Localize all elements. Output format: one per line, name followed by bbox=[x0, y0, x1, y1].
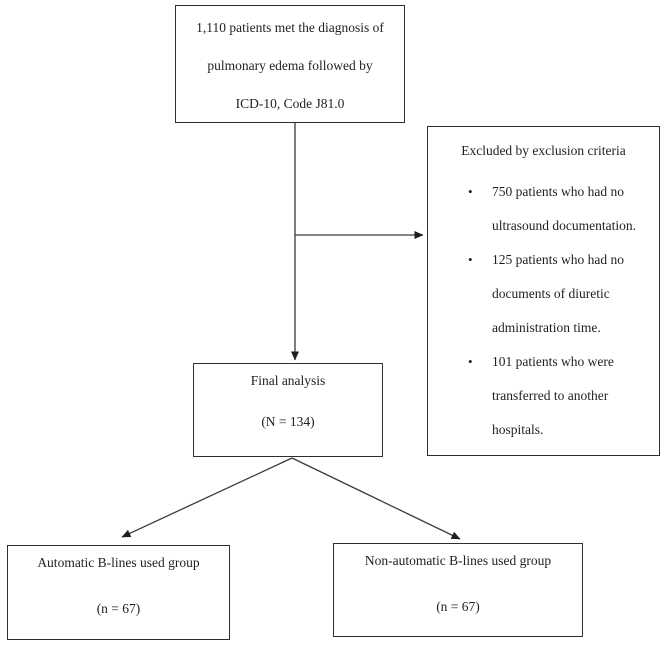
automatic-group-label: Automatic B-lines used group bbox=[37, 555, 200, 570]
nonautomatic-group-box: Non-automatic B-lines used group (n = 67… bbox=[333, 543, 583, 637]
nonautomatic-group-label: Non-automatic B-lines used group bbox=[364, 553, 552, 568]
exclusion-line: administration time. bbox=[492, 320, 601, 335]
exclusion-line: documents of diuretic bbox=[492, 286, 610, 301]
diagnosis-box: 1,110 patients met the diagnosis of pulm… bbox=[175, 5, 405, 123]
excluded-box: Excluded by exclusion criteria • 750 pat… bbox=[427, 126, 660, 456]
bullet-icon: • bbox=[468, 354, 473, 369]
exclusion-line: ultrasound documentation. bbox=[492, 218, 636, 233]
exclusion-item-no-ultrasound: • 750 patients who had no ultrasound doc… bbox=[428, 175, 659, 243]
exclusion-line: 101 patients who were bbox=[492, 354, 614, 369]
diagnosis-line-1: 1,110 patients met the diagnosis of bbox=[196, 20, 384, 35]
arrow-final-to-automatic-group bbox=[121, 457, 293, 538]
arrow-final-to-nonautomatic-group bbox=[291, 457, 461, 540]
automatic-group-count: (n = 67) bbox=[96, 601, 141, 616]
diagnosis-line-2: pulmonary edema followed by bbox=[207, 58, 373, 73]
exclusion-line: transferred to another bbox=[492, 388, 609, 403]
bullet-icon: • bbox=[468, 184, 473, 199]
exclusion-item-transferred: • 101 patients who were transferred to a… bbox=[428, 345, 659, 447]
excluded-title: Excluded by exclusion criteria bbox=[461, 143, 626, 158]
diagnosis-line-3: ICD-10, Code J81.0 bbox=[235, 96, 345, 111]
bullet-icon: • bbox=[468, 252, 473, 267]
exclusion-line: 125 patients who had no bbox=[492, 252, 624, 267]
automatic-group-box: Automatic B-lines used group (n = 67) bbox=[7, 545, 230, 640]
exclusion-line: hospitals. bbox=[492, 422, 544, 437]
exclusion-list: • 750 patients who had no ultrasound doc… bbox=[428, 175, 659, 447]
nonautomatic-group-count: (n = 67) bbox=[436, 599, 480, 614]
final-analysis-count: (N = 134) bbox=[261, 414, 315, 429]
exclusion-item-no-documents: • 125 patients who had no documents of d… bbox=[428, 243, 659, 345]
final-analysis-box: Final analysis (N = 134) bbox=[193, 363, 383, 457]
final-analysis-label: Final analysis bbox=[250, 373, 326, 388]
exclusion-line: 750 patients who had no bbox=[492, 184, 624, 199]
